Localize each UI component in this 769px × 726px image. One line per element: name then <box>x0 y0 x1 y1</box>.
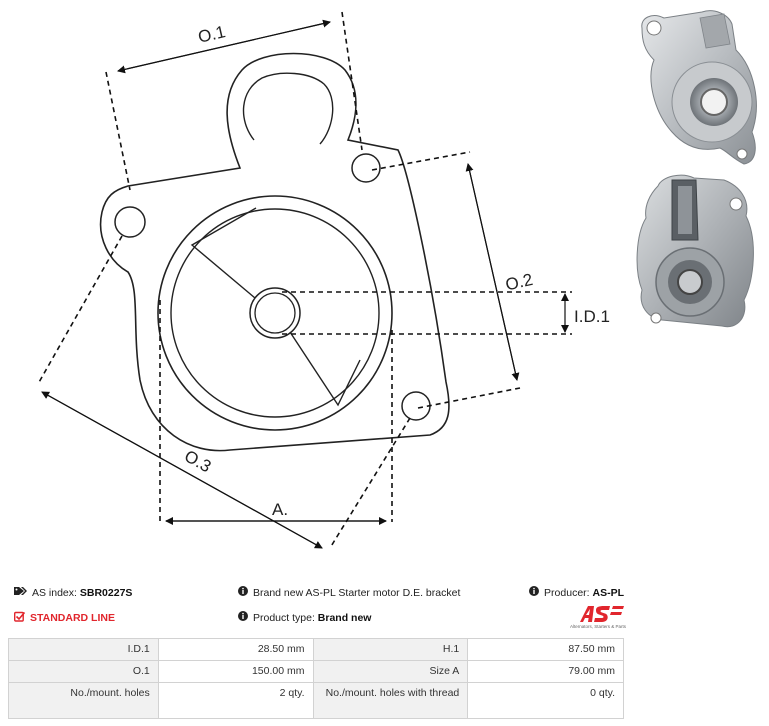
as-index-label: AS index: <box>32 586 77 599</box>
bracket-top-loop <box>242 72 334 145</box>
bushing-outer <box>249 287 301 339</box>
product-photo-front <box>641 10 757 165</box>
tags-icon <box>14 586 27 599</box>
producer: Producer: AS-PL <box>529 586 624 599</box>
cutaway-wedge <box>190 207 361 407</box>
info-icon <box>529 586 540 599</box>
producer-label: Producer: <box>544 586 590 599</box>
spec-value: 0 qty. <box>467 682 624 719</box>
product-type: Product type: Brand new <box>238 611 371 624</box>
spec-label: H.1 <box>312 638 469 661</box>
technical-drawing: O.1 O.2 O.3 A. I.D.1 <box>37 11 610 549</box>
product-type-value: Brand new <box>317 611 372 624</box>
spec-label: No./mount. holes <box>8 682 159 719</box>
mounting-hole-top-right <box>351 153 381 183</box>
spec-label: No./mount. holes with thread <box>312 682 469 719</box>
product-info: AS index: SBR0227S Brand new AS-PL Start… <box>13 586 624 630</box>
as-logo-mark <box>580 606 624 622</box>
inner-bore <box>170 208 380 418</box>
spec-value: 28.50 mm <box>157 638 314 661</box>
as-index: AS index: SBR0227S <box>14 586 132 599</box>
spec-value: 87.50 mm <box>467 638 624 661</box>
spec-label: I.D.1 <box>8 638 159 661</box>
product-photo-rear <box>636 174 754 328</box>
spec-label: O.1 <box>8 660 159 683</box>
label-o1: O.1 <box>196 22 227 47</box>
standard-line-text: STANDARD LINE <box>30 612 115 624</box>
mounting-hole-left <box>114 206 146 238</box>
as-index-value: SBR0227S <box>79 586 133 599</box>
brand-tagline: Alternators, Starters & Parts <box>569 624 626 629</box>
spec-value: 2 qty. <box>157 682 314 719</box>
specs-table: I.D.1 28.50 mm H.1 87.50 mm O.1 150.00 m… <box>8 638 624 719</box>
description: Brand new AS-PL Starter motor D.E. brack… <box>238 586 460 599</box>
label-id1: I.D.1 <box>574 307 610 326</box>
description-text: Brand new AS-PL Starter motor D.E. brack… <box>253 586 461 599</box>
spec-value: 79.00 mm <box>467 660 624 683</box>
spec-label: Size A <box>312 660 469 683</box>
info-icon <box>238 586 248 599</box>
table-row: No./mount. holes 2 qty. No./mount. holes… <box>8 682 624 719</box>
product-type-label: Product type: <box>253 611 315 624</box>
checkbox-icon <box>13 611 26 625</box>
spec-value: 150.00 mm <box>157 660 314 683</box>
table-row: O.1 150.00 mm Size A 79.00 mm <box>8 660 624 683</box>
info-icon <box>238 611 248 624</box>
bushing-inner <box>254 292 296 334</box>
outer-bore <box>157 195 393 431</box>
brand-logo: Alternators, Starters & Parts <box>562 606 626 632</box>
standard-line-badge: STANDARD LINE <box>13 611 115 625</box>
mounting-hole-bottom-right <box>401 391 431 421</box>
bracket-outline <box>99 52 450 452</box>
label-a: A. <box>272 500 288 519</box>
table-row: I.D.1 28.50 mm H.1 87.50 mm <box>8 638 624 661</box>
producer-value: AS-PL <box>592 586 625 599</box>
label-o2: O.2 <box>504 270 535 295</box>
